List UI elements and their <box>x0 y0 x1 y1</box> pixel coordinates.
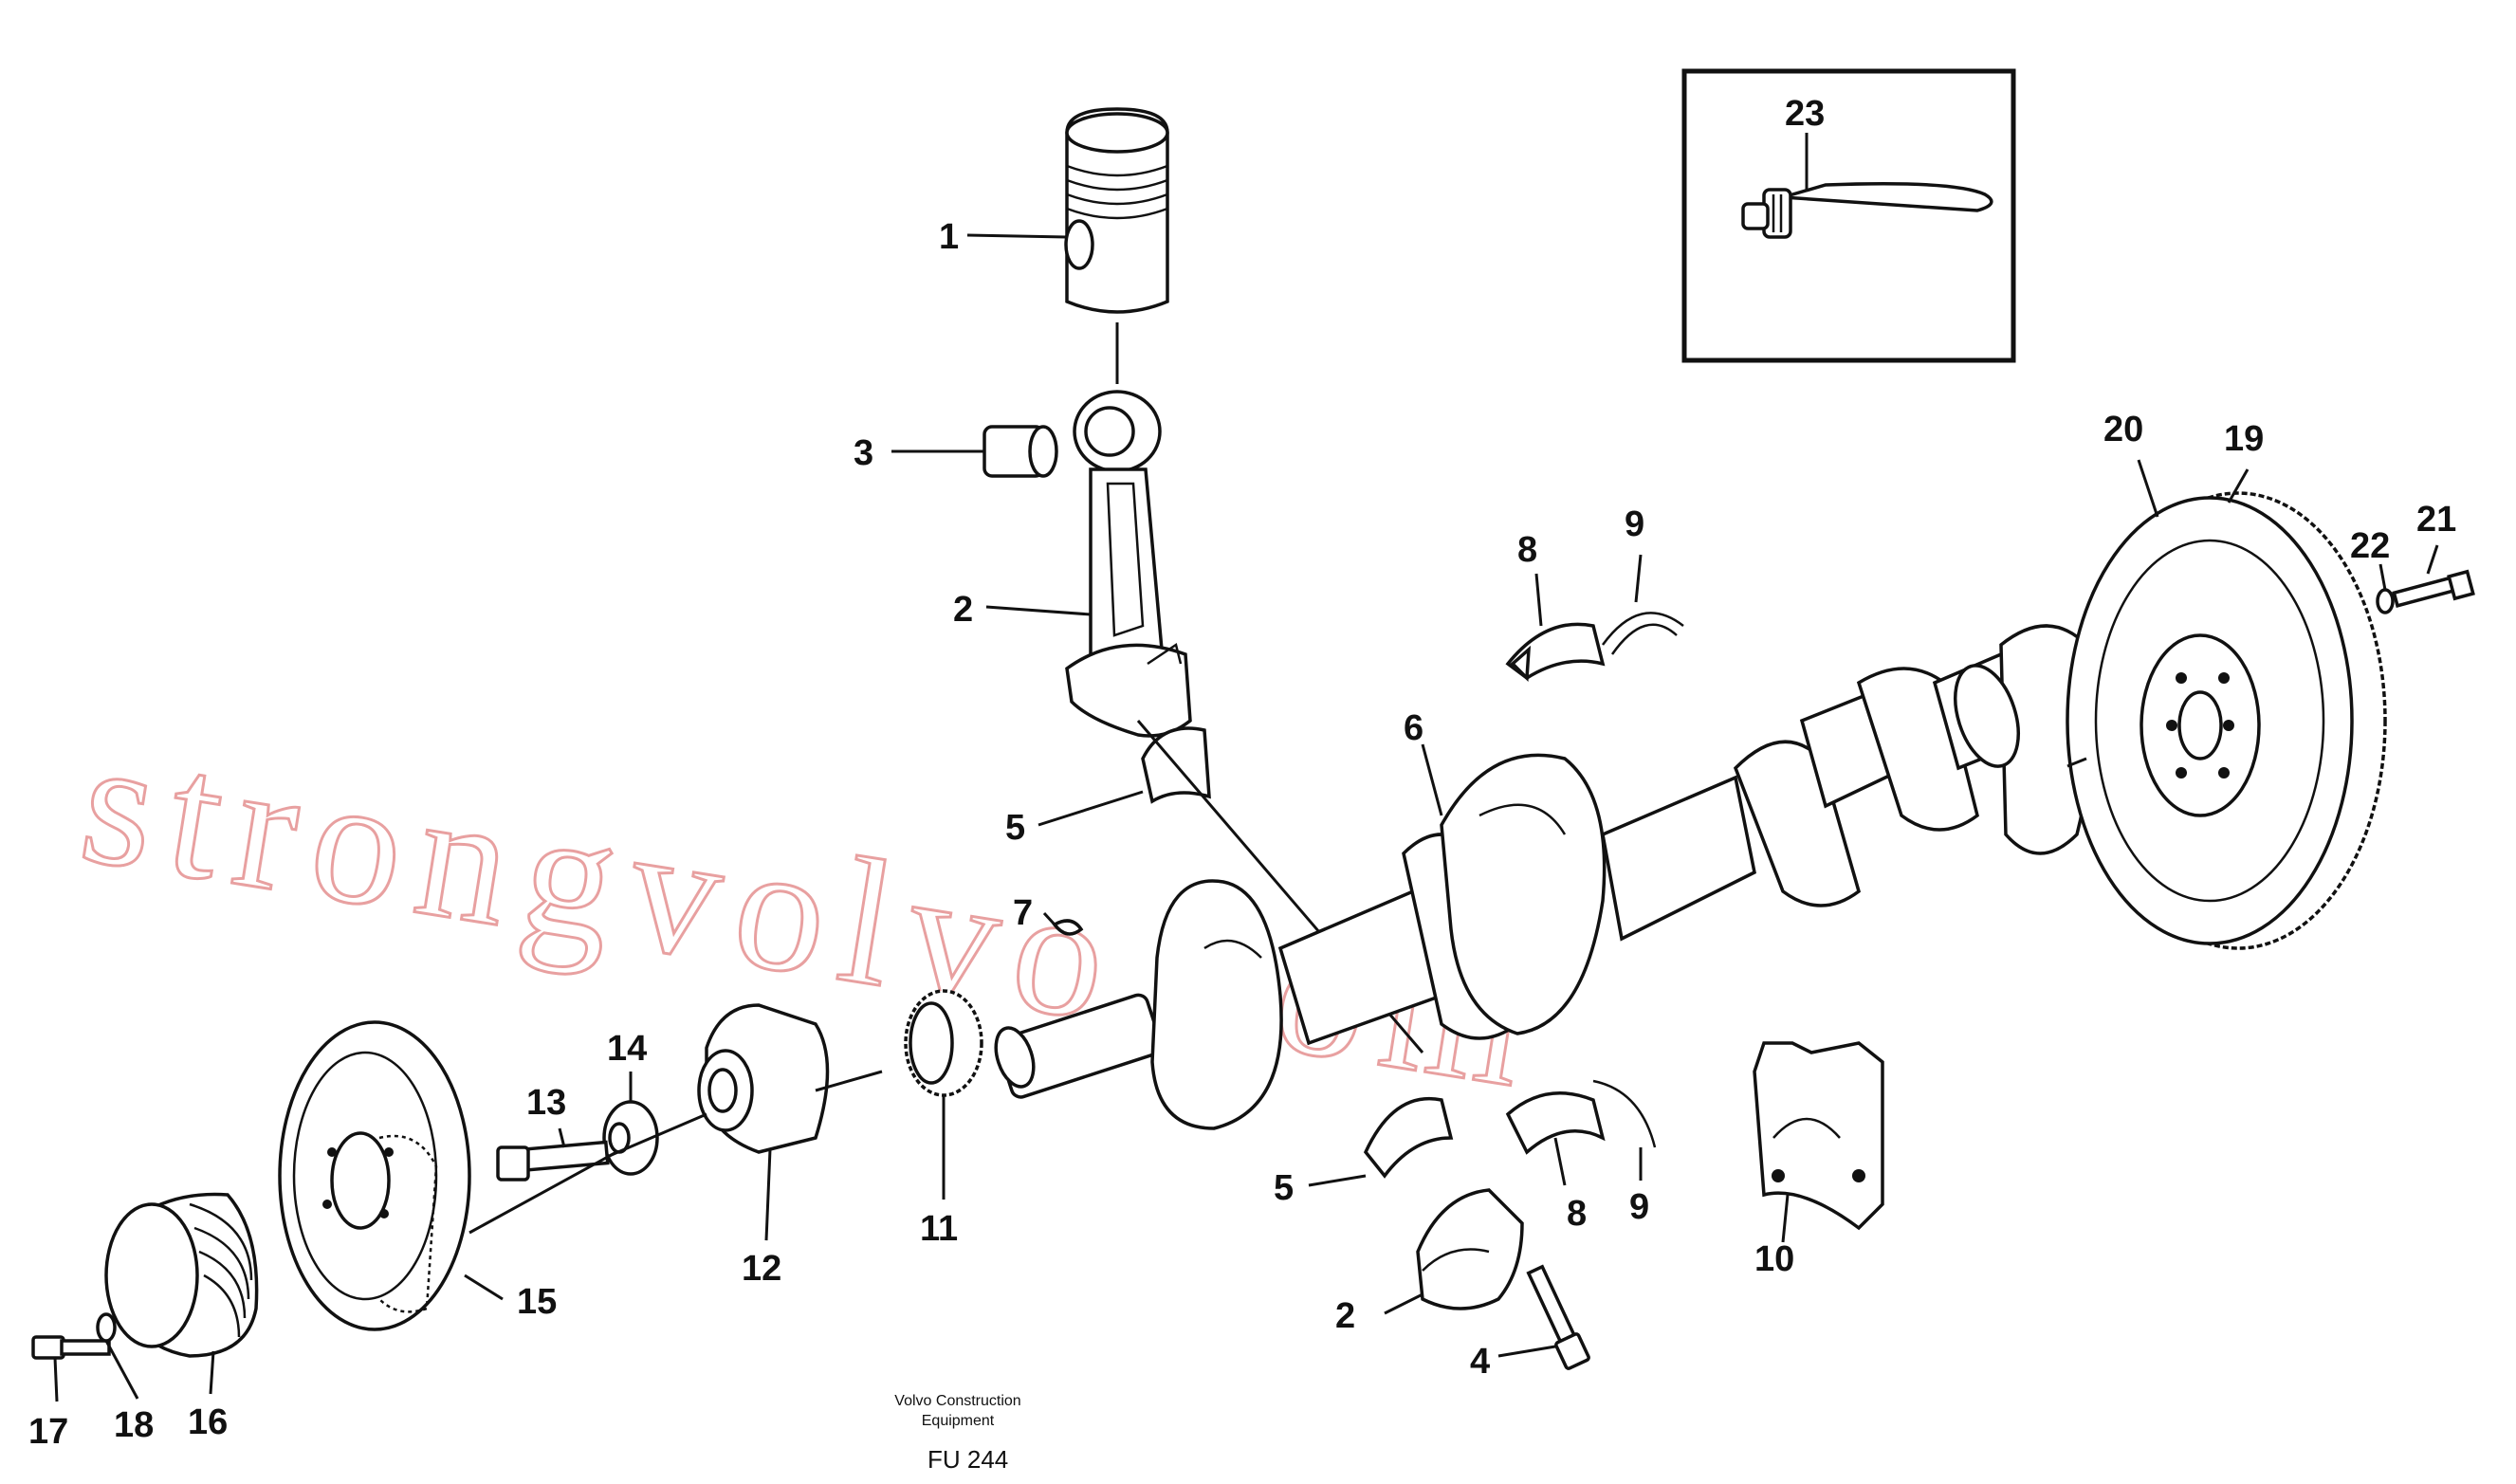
footer-maker-line1: Volvo Construction <box>894 1393 1020 1409</box>
label-10: 10 <box>1754 1239 1794 1279</box>
hub-icon <box>697 1003 883 1154</box>
vibration-damper-icon <box>278 1020 617 1331</box>
flywheel-icon <box>2066 491 2387 950</box>
flywheel-bolt-icon <box>2376 569 2475 614</box>
part-labels: 1 2 2 3 4 5 5 6 7 8 8 9 9 10 11 12 13 14… <box>28 94 2456 1452</box>
label-15: 15 <box>517 1282 557 1322</box>
main-bearing-upper-icon <box>1505 622 1606 682</box>
label-9-lower: 9 <box>1629 1187 1649 1227</box>
label-22: 22 <box>2350 526 2390 566</box>
label-12: 12 <box>742 1249 781 1289</box>
piston-icon <box>1064 107 1169 384</box>
label-2-cap: 2 <box>1335 1296 1355 1336</box>
label-3: 3 <box>854 433 873 473</box>
label-17: 17 <box>28 1412 68 1452</box>
main-bearing-cap-icon <box>1753 1041 1884 1231</box>
cap-bolt-icon <box>1526 1264 1590 1370</box>
label-11: 11 <box>920 1209 958 1249</box>
label-2-rod: 2 <box>953 590 973 630</box>
label-19: 19 <box>2224 419 2264 459</box>
label-18: 18 <box>114 1405 154 1445</box>
pulley-icon <box>104 1192 259 1358</box>
label-16: 16 <box>188 1402 228 1442</box>
crank-gear-icon <box>904 989 983 1097</box>
label-20: 20 <box>2103 410 2143 449</box>
label-1: 1 <box>939 217 959 257</box>
sealant-tube-icon <box>1741 182 1993 239</box>
woodruff-key-icon <box>1052 919 1084 936</box>
label-7: 7 <box>1013 893 1033 933</box>
label-9-upper: 9 <box>1625 504 1644 544</box>
footer-code: FU 244 <box>927 1445 1008 1474</box>
leader-lines <box>53 233 2439 1402</box>
main-bearing-lower-icon <box>1505 1090 1606 1155</box>
bushing-icon <box>983 425 1058 478</box>
thrust-washer-upper-icon <box>1601 612 1684 655</box>
label-13: 13 <box>526 1083 566 1123</box>
rod-bearing-lower-icon <box>1363 1097 1454 1179</box>
rod-cap-icon <box>1416 1188 1524 1310</box>
label-21: 21 <box>2416 500 2456 540</box>
label-8-lower: 8 <box>1567 1194 1587 1234</box>
pulley-bolt-icon <box>496 1112 707 1182</box>
footer: Volvo Construction Equipment FU 244 <box>894 1393 1020 1474</box>
label-6: 6 <box>1404 708 1423 748</box>
connecting-rod-icon <box>1065 390 1192 738</box>
label-14: 14 <box>607 1029 647 1069</box>
label-23: 23 <box>1785 94 1825 134</box>
label-5-lower: 5 <box>1274 1168 1294 1208</box>
footer-maker-line2: Equipment <box>922 1413 995 1429</box>
label-5-upper: 5 <box>1005 808 1025 848</box>
thrust-washer-lower-icon <box>1592 1079 1657 1148</box>
damper-bolt-icon <box>31 1335 111 1360</box>
label-8-upper: 8 <box>1517 530 1537 570</box>
inset-box <box>1681 68 2016 363</box>
small-washer-icon <box>96 1312 117 1343</box>
label-4: 4 <box>1470 1342 1490 1382</box>
